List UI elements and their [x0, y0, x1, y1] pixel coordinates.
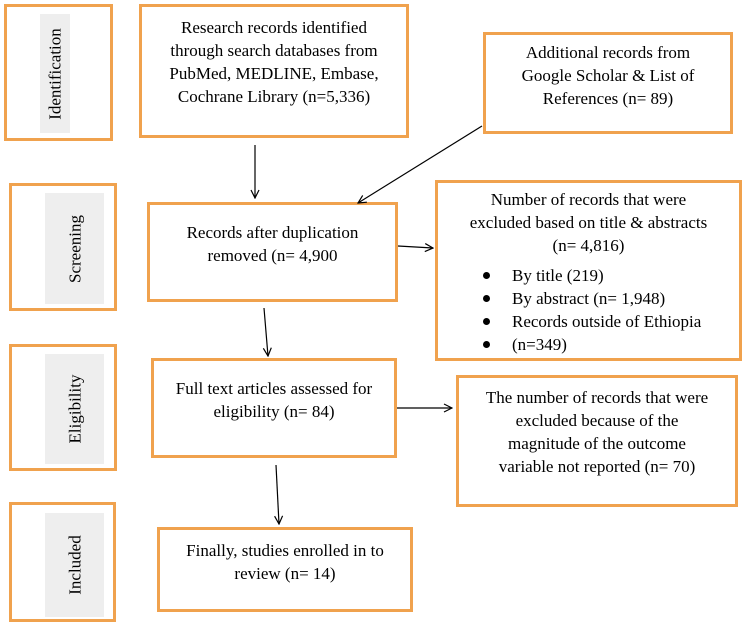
- exclusion-bullet-item: By title (219): [478, 264, 701, 287]
- excluded-magnitude-line: magnitude of the outcome: [508, 434, 686, 453]
- excluded-magnitude-line: variable not reported (n= 70): [498, 457, 696, 476]
- research-records-line: Research records identified: [181, 18, 367, 37]
- full-text-line: Full text articles assessed for: [175, 379, 373, 398]
- phase-tab: Included: [45, 513, 104, 617]
- phase-screening: Screening: [9, 183, 117, 311]
- arrow-additional-to-duplication: [358, 125, 483, 203]
- arrow-fulltext-to-included: [276, 464, 279, 524]
- exclusion-bullet-item: By abstract (n= 1,948): [478, 287, 701, 310]
- excluded-magnitude-line: The number of records that were: [485, 388, 709, 407]
- included-final-line: Finally, studies enrolled in to: [186, 541, 384, 560]
- exclusion-bullet-continuation-text: (n=349): [512, 335, 567, 354]
- research-records-line: through search databases from: [170, 41, 378, 60]
- additional-records-line: Google Scholar & List of: [521, 66, 695, 85]
- excluded-title-abstract-line: Number of records that were: [490, 190, 687, 209]
- after-duplication-line: Records after duplication: [186, 223, 359, 242]
- after-duplication-box: Records after duplication removed (n= 4,…: [147, 202, 398, 302]
- included-final-line: review (n= 14): [234, 564, 336, 583]
- exclusion-bullet-item: Records outside of Ethiopia: [478, 310, 701, 333]
- arrow-duplication-to-excluded: [397, 246, 433, 248]
- full-text-line: eligibility (n= 84): [213, 402, 335, 421]
- phase-included: Included: [9, 502, 116, 622]
- additional-records-box: Additional records from Google Scholar &…: [483, 32, 733, 134]
- additional-records-line: Additional records from: [525, 43, 691, 62]
- excluded-title-abstract-box: Number of records that were excluded bas…: [435, 180, 742, 361]
- phase-tab: Identification: [40, 14, 70, 133]
- research-records-box: Research records identified through sear…: [139, 4, 409, 138]
- included-final-box: Finally, studies enrolled in to review (…: [157, 527, 413, 612]
- phase-tab: Eligibility: [45, 354, 104, 464]
- excluded-magnitude-box: The number of records that were excluded…: [456, 375, 738, 507]
- phase-identification: Identification: [4, 4, 113, 141]
- exclusion-bullet-list: By title (219) By abstract (n= 1,948) Re…: [478, 264, 701, 356]
- research-records-line: Cochrane Library (n=5,336): [177, 87, 371, 106]
- exclusion-bullet-continuation: (n=349): [478, 333, 701, 356]
- research-records-line: PubMed, MEDLINE, Embase,: [169, 64, 379, 83]
- arrow-duplication-to-fulltext: [264, 307, 268, 356]
- phase-eligibility: Eligibility: [9, 344, 117, 471]
- after-duplication-line: removed (n= 4,900: [207, 246, 338, 265]
- phase-tab: Screening: [45, 193, 104, 304]
- excluded-title-abstract-line: excluded based on title & abstracts: [469, 213, 708, 232]
- full-text-box: Full text articles assessed for eligibil…: [151, 358, 397, 458]
- excluded-title-abstract-line: (n= 4,816): [552, 236, 625, 255]
- additional-records-line: References (n= 89): [542, 89, 674, 108]
- excluded-magnitude-line: excluded because of the: [515, 411, 679, 430]
